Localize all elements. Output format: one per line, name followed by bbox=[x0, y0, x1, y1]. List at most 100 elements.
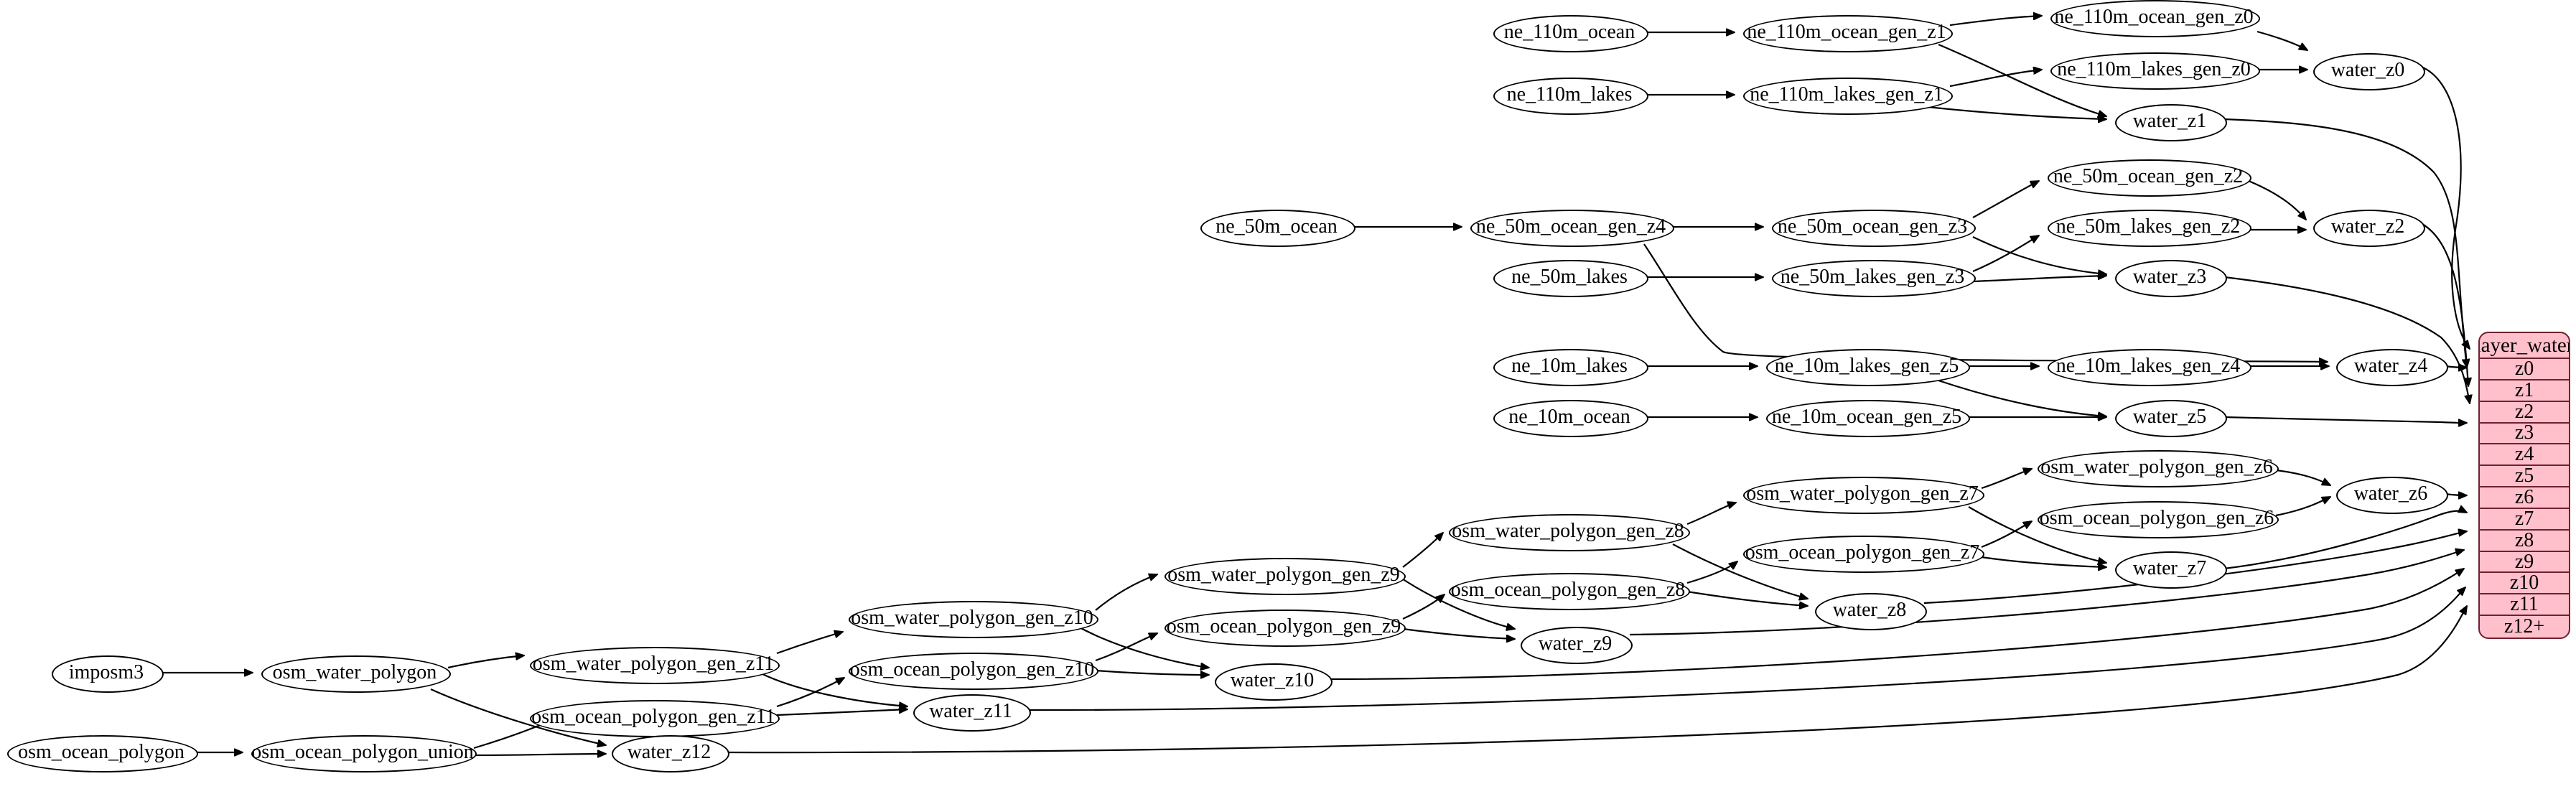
graph-node-osm_ocean_polygon_gen_z11[interactable]: osm_ocean_polygon_gen_z11 bbox=[530, 700, 780, 737]
legend-row-z6[interactable]: z6 bbox=[2480, 486, 2569, 509]
node-ellipse bbox=[2336, 477, 2448, 514]
graph-node-osm_water_polygon_gen_z10[interactable]: osm_water_polygon_gen_z10 bbox=[849, 601, 1098, 638]
node-label: ne_50m_ocean bbox=[1215, 215, 1338, 238]
node-ellipse bbox=[1493, 15, 1648, 52]
graph-node-water_z10[interactable]: water_z10 bbox=[1215, 663, 1333, 701]
graph-node-water_z3[interactable]: water_z3 bbox=[2115, 260, 2227, 297]
graph-node-ne_10m_lakes_gen_z4[interactable]: ne_10m_lakes_gen_z4 bbox=[2048, 349, 2251, 386]
graph-node-osm_ocean_polygon_union[interactable]: osm_ocean_polygon_union bbox=[251, 735, 477, 772]
node-ellipse bbox=[2048, 159, 2251, 197]
node-label: water_z3 bbox=[2132, 266, 2207, 288]
legend-row-z5[interactable]: z5 bbox=[2480, 464, 2569, 488]
graph-node-water_z6[interactable]: water_z6 bbox=[2336, 477, 2448, 514]
graph-node-ne_50m_ocean_gen_z3[interactable]: ne_50m_ocean_gen_z3 bbox=[1772, 210, 1976, 247]
node-label: ne_110m_lakes_gen_z1 bbox=[1750, 83, 1943, 106]
legend-row-z10[interactable]: z10 bbox=[2480, 571, 2569, 595]
graph-node-ne_10m_ocean_gen_z5[interactable]: ne_10m_ocean_gen_z5 bbox=[1766, 400, 1970, 437]
graph-node-ne_110m_ocean[interactable]: ne_110m_ocean bbox=[1493, 15, 1648, 52]
node-ellipse bbox=[2038, 501, 2279, 538]
node-ellipse bbox=[1215, 663, 1333, 701]
graph-node-osm_ocean_polygon_gen_z8[interactable]: osm_ocean_polygon_gen_z8 bbox=[1449, 573, 1690, 610]
node-ellipse bbox=[2050, 52, 2260, 90]
graph-node-ne_50m_ocean[interactable]: ne_50m_ocean bbox=[1200, 210, 1355, 247]
node-label: ne_10m_ocean_gen_z5 bbox=[1771, 406, 1962, 428]
node-ellipse bbox=[612, 735, 729, 772]
legend-row-z2[interactable]: z2 bbox=[2480, 401, 2569, 424]
graph-node-ne_10m_lakes_gen_z5[interactable]: ne_10m_lakes_gen_z5 bbox=[1766, 349, 1970, 386]
node-label: ne_110m_ocean_gen_z1 bbox=[1747, 21, 1946, 43]
node-label: ne_10m_lakes_gen_z4 bbox=[2055, 355, 2241, 377]
node-label: water_z7 bbox=[2132, 557, 2207, 579]
node-label: osm_ocean_polygon_gen_z10 bbox=[849, 658, 1095, 681]
graph-node-ne_110m_lakes_gen_z0[interactable]: ne_110m_lakes_gen_z0 bbox=[2050, 52, 2260, 90]
graph-node-water_z9[interactable]: water_z9 bbox=[1521, 627, 1633, 664]
node-ellipse bbox=[1743, 78, 1953, 115]
graph-node-water_z2[interactable]: water_z2 bbox=[2313, 210, 2425, 247]
graph-node-osm_water_polygon[interactable]: osm_water_polygon bbox=[261, 655, 451, 693]
node-ellipse bbox=[1766, 400, 1970, 437]
legend-row-z3[interactable]: z3 bbox=[2480, 421, 2569, 445]
node-ellipse bbox=[1815, 593, 1927, 630]
graph-node-ne_10m_ocean[interactable]: ne_10m_ocean bbox=[1493, 400, 1648, 437]
node-ellipse bbox=[1200, 210, 1355, 247]
graph-node-osm_water_polygon_gen_z9[interactable]: osm_water_polygon_gen_z9 bbox=[1165, 558, 1406, 595]
graph-node-osm_ocean_polygon[interactable]: osm_ocean_polygon bbox=[7, 735, 198, 772]
legend-row-z1[interactable]: z1 bbox=[2480, 379, 2569, 402]
node-label: water_z10 bbox=[1230, 669, 1315, 691]
node-ellipse bbox=[1493, 260, 1648, 297]
node-ellipse bbox=[2313, 210, 2425, 247]
node-label: water_z5 bbox=[2132, 406, 2207, 428]
graph-node-water_z5[interactable]: water_z5 bbox=[2115, 400, 2227, 437]
node-label: water_z11 bbox=[929, 700, 1012, 722]
node-label: water_z8 bbox=[1832, 599, 1907, 621]
node-ellipse bbox=[1772, 260, 1976, 297]
graph-node-ne_110m_ocean_gen_z0[interactable]: ne_110m_ocean_gen_z0 bbox=[2050, 0, 2260, 37]
node-ellipse bbox=[1772, 210, 1976, 247]
legend-row-z9[interactable]: z9 bbox=[2480, 551, 2569, 574]
graph-node-osm_ocean_polygon_gen_z6[interactable]: osm_ocean_polygon_gen_z6 bbox=[2038, 501, 2279, 538]
legend-row-z12plus[interactable]: z12+ bbox=[2503, 615, 2545, 638]
graph-node-ne_50m_lakes[interactable]: ne_50m_lakes bbox=[1493, 260, 1648, 297]
node-ellipse bbox=[7, 735, 198, 772]
node-label: osm_water_polygon bbox=[272, 661, 437, 683]
graph-node-osm_ocean_polygon_gen_z9[interactable]: osm_ocean_polygon_gen_z9 bbox=[1165, 610, 1406, 647]
graph-node-osm_water_polygon_gen_z11[interactable]: osm_water_polygon_gen_z11 bbox=[530, 647, 780, 684]
node-ellipse bbox=[1470, 210, 1674, 247]
node-label: ne_10m_lakes bbox=[1511, 355, 1628, 377]
graph-node-osm_water_polygon_gen_z6[interactable]: osm_water_polygon_gen_z6 bbox=[2038, 450, 2279, 487]
graph-node-water_z0[interactable]: water_z0 bbox=[2313, 53, 2425, 90]
graph-node-ne_10m_lakes[interactable]: ne_10m_lakes bbox=[1493, 349, 1648, 386]
legend-row-z11[interactable]: z11 bbox=[2480, 593, 2569, 617]
legend-row-z7[interactable]: z7 bbox=[2480, 508, 2569, 531]
graph-node-osm_ocean_polygon_gen_z10[interactable]: osm_ocean_polygon_gen_z10 bbox=[849, 653, 1098, 690]
legend-row-z4[interactable]: z4 bbox=[2480, 443, 2569, 467]
graph-node-water_z4[interactable]: water_z4 bbox=[2336, 349, 2448, 386]
node-label: water_z1 bbox=[2132, 110, 2207, 132]
graph-node-water_z11[interactable]: water_z11 bbox=[913, 694, 1031, 732]
node-ellipse bbox=[1493, 400, 1648, 437]
node-ellipse bbox=[849, 653, 1098, 690]
legend-row-z8[interactable]: z8 bbox=[2480, 529, 2569, 552]
graph-node-ne_50m_ocean_gen_z2[interactable]: ne_50m_ocean_gen_z2 bbox=[2048, 159, 2251, 197]
graph-node-water_z8[interactable]: water_z8 bbox=[1815, 593, 1927, 630]
node-label: osm_water_polygon_gen_z11 bbox=[532, 653, 775, 675]
graph-node-ne_50m_lakes_gen_z2[interactable]: ne_50m_lakes_gen_z2 bbox=[2048, 210, 2251, 247]
node-label: osm_ocean_polygon bbox=[18, 741, 185, 763]
graph-node-ne_110m_lakes[interactable]: ne_110m_lakes bbox=[1493, 78, 1648, 115]
graph-node-water_z7[interactable]: water_z7 bbox=[2115, 551, 2227, 589]
graph-node-osm_water_polygon_gen_z8[interactable]: osm_water_polygon_gen_z8 bbox=[1449, 514, 1690, 551]
graph-node-water_z12[interactable]: water_z12 bbox=[612, 735, 729, 772]
graph-node-ne_50m_lakes_gen_z3[interactable]: ne_50m_lakes_gen_z3 bbox=[1772, 260, 1976, 297]
node-label: water_z0 bbox=[2330, 59, 2405, 81]
graph-node-osm_water_polygon_gen_z7[interactable]: osm_water_polygon_gen_z7 bbox=[1743, 477, 1984, 514]
graph-node-water_z1[interactable]: water_z1 bbox=[2115, 104, 2227, 141]
node-label: ne_50m_lakes_gen_z3 bbox=[1780, 266, 1965, 288]
graph-node-ne_110m_ocean_gen_z1[interactable]: ne_110m_ocean_gen_z1 bbox=[1743, 15, 1953, 52]
graph-node-ne_50m_ocean_gen_z4[interactable]: ne_50m_ocean_gen_z4 bbox=[1470, 210, 1674, 247]
graph-node-imposm3[interactable]: imposm3 bbox=[52, 655, 164, 693]
node-label: water_z2 bbox=[2330, 215, 2405, 238]
graph-node-osm_ocean_polygon_gen_z7[interactable]: osm_ocean_polygon_gen_z7 bbox=[1743, 536, 1984, 573]
legend-row-z0[interactable]: z0 bbox=[2480, 358, 2569, 381]
graph-node-ne_110m_lakes_gen_z1[interactable]: ne_110m_lakes_gen_z1 bbox=[1743, 78, 1953, 115]
